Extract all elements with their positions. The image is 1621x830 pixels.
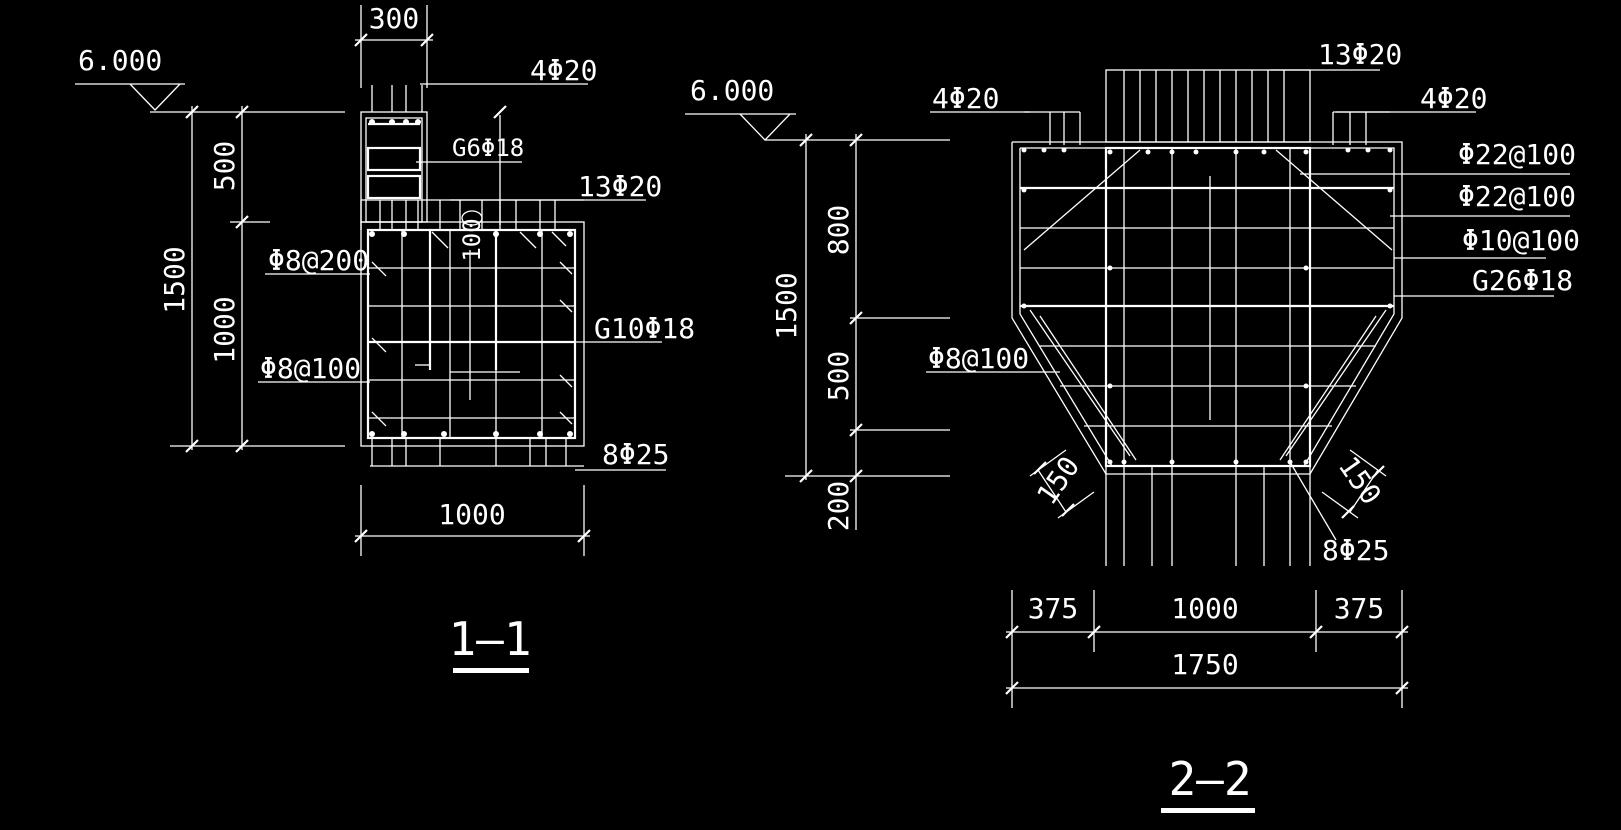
callout-left-mid: Φ8@100 xyxy=(928,342,1029,375)
inner-dim-label: 100 xyxy=(458,218,486,261)
height-total-label: 1500 xyxy=(158,246,191,313)
callout-bars-mid: 13Φ20 xyxy=(578,170,662,203)
chamfer-left-label: 150 xyxy=(1030,450,1086,510)
section-1-1: 6.000 1500 500 1000 300 xyxy=(75,2,695,673)
callout-stirrup-b: Φ8@100 xyxy=(260,352,361,385)
height-upper-label: 500 xyxy=(208,141,241,192)
section-title-2: 2—2 xyxy=(1168,752,1251,806)
section-2-2: 6.000 1500 800 500 200 xyxy=(685,38,1580,813)
callout-stirrup-a: Φ8@200 xyxy=(268,244,369,277)
bottom-width-label: 1000 xyxy=(438,498,505,531)
h-total-label: 1500 xyxy=(770,272,803,339)
w-left-label: 375 xyxy=(1028,592,1079,625)
height-lower-label: 1000 xyxy=(208,296,241,363)
elevation-marker-1: 6.000 xyxy=(75,44,345,113)
callout-bottom-bars: 8Φ25 xyxy=(602,438,669,471)
callout-r1: Φ22@100 xyxy=(1458,138,1576,171)
width-dimensions-2: 375 1000 375 1750 xyxy=(1005,590,1409,708)
rebar-callouts-1: 4Φ20 G6Φ18 13Φ20 Φ8@200 G10Φ18 Φ8@100 8Φ… xyxy=(258,54,695,471)
callout-top-bars: 4Φ20 xyxy=(530,54,597,87)
main-section-2: 150 150 xyxy=(1011,141,1403,566)
h-top-label: 800 xyxy=(822,205,855,256)
h-mid-label: 500 xyxy=(822,351,855,402)
elevation-label-1: 6.000 xyxy=(78,44,162,77)
callout-r3: Φ10@100 xyxy=(1462,224,1580,257)
title-underline-2 xyxy=(1161,808,1255,813)
section-title-1: 1—1 xyxy=(448,612,531,666)
callout-top-right: 4Φ20 xyxy=(1420,82,1487,115)
rebar-callouts-2: 13Φ20 4Φ20 4Φ20 Φ22@100 Φ22@100 Φ10@100 … xyxy=(926,38,1580,567)
elevation-label-2: 6.000 xyxy=(690,74,774,107)
callout-top-center: 13Φ20 xyxy=(1318,38,1402,71)
callout-stirrup-upper: G6Φ18 xyxy=(452,134,524,162)
column-stub xyxy=(371,85,423,112)
h-bot-label: 200 xyxy=(822,481,855,532)
height-dimensions-1: 1500 500 1000 xyxy=(158,105,345,453)
callout-r4: G26Φ18 xyxy=(1472,264,1573,297)
main-section-1 xyxy=(360,119,585,467)
callout-bottom-bars-2: 8Φ25 xyxy=(1322,534,1389,567)
chamfer-right-label: 150 xyxy=(1332,450,1388,510)
column-over-2 xyxy=(1024,69,1390,145)
height-dimensions-2: 1500 800 500 200 xyxy=(770,133,950,532)
w-mid-label: 1000 xyxy=(1171,592,1238,625)
top-width-dimension: 300 xyxy=(354,2,434,88)
top-width-label: 300 xyxy=(369,2,420,35)
w-right-label: 375 xyxy=(1334,592,1385,625)
w-total-label: 1750 xyxy=(1171,648,1238,681)
callout-r2: Φ22@100 xyxy=(1458,180,1576,213)
title-underline-1 xyxy=(453,668,529,673)
elevation-marker-2: 6.000 xyxy=(685,74,950,141)
upper-web xyxy=(360,111,428,223)
bottom-width-dimension: 1000 xyxy=(354,485,591,556)
callout-side-bars: G10Φ18 xyxy=(594,312,695,345)
callout-top-left: 4Φ20 xyxy=(932,82,999,115)
